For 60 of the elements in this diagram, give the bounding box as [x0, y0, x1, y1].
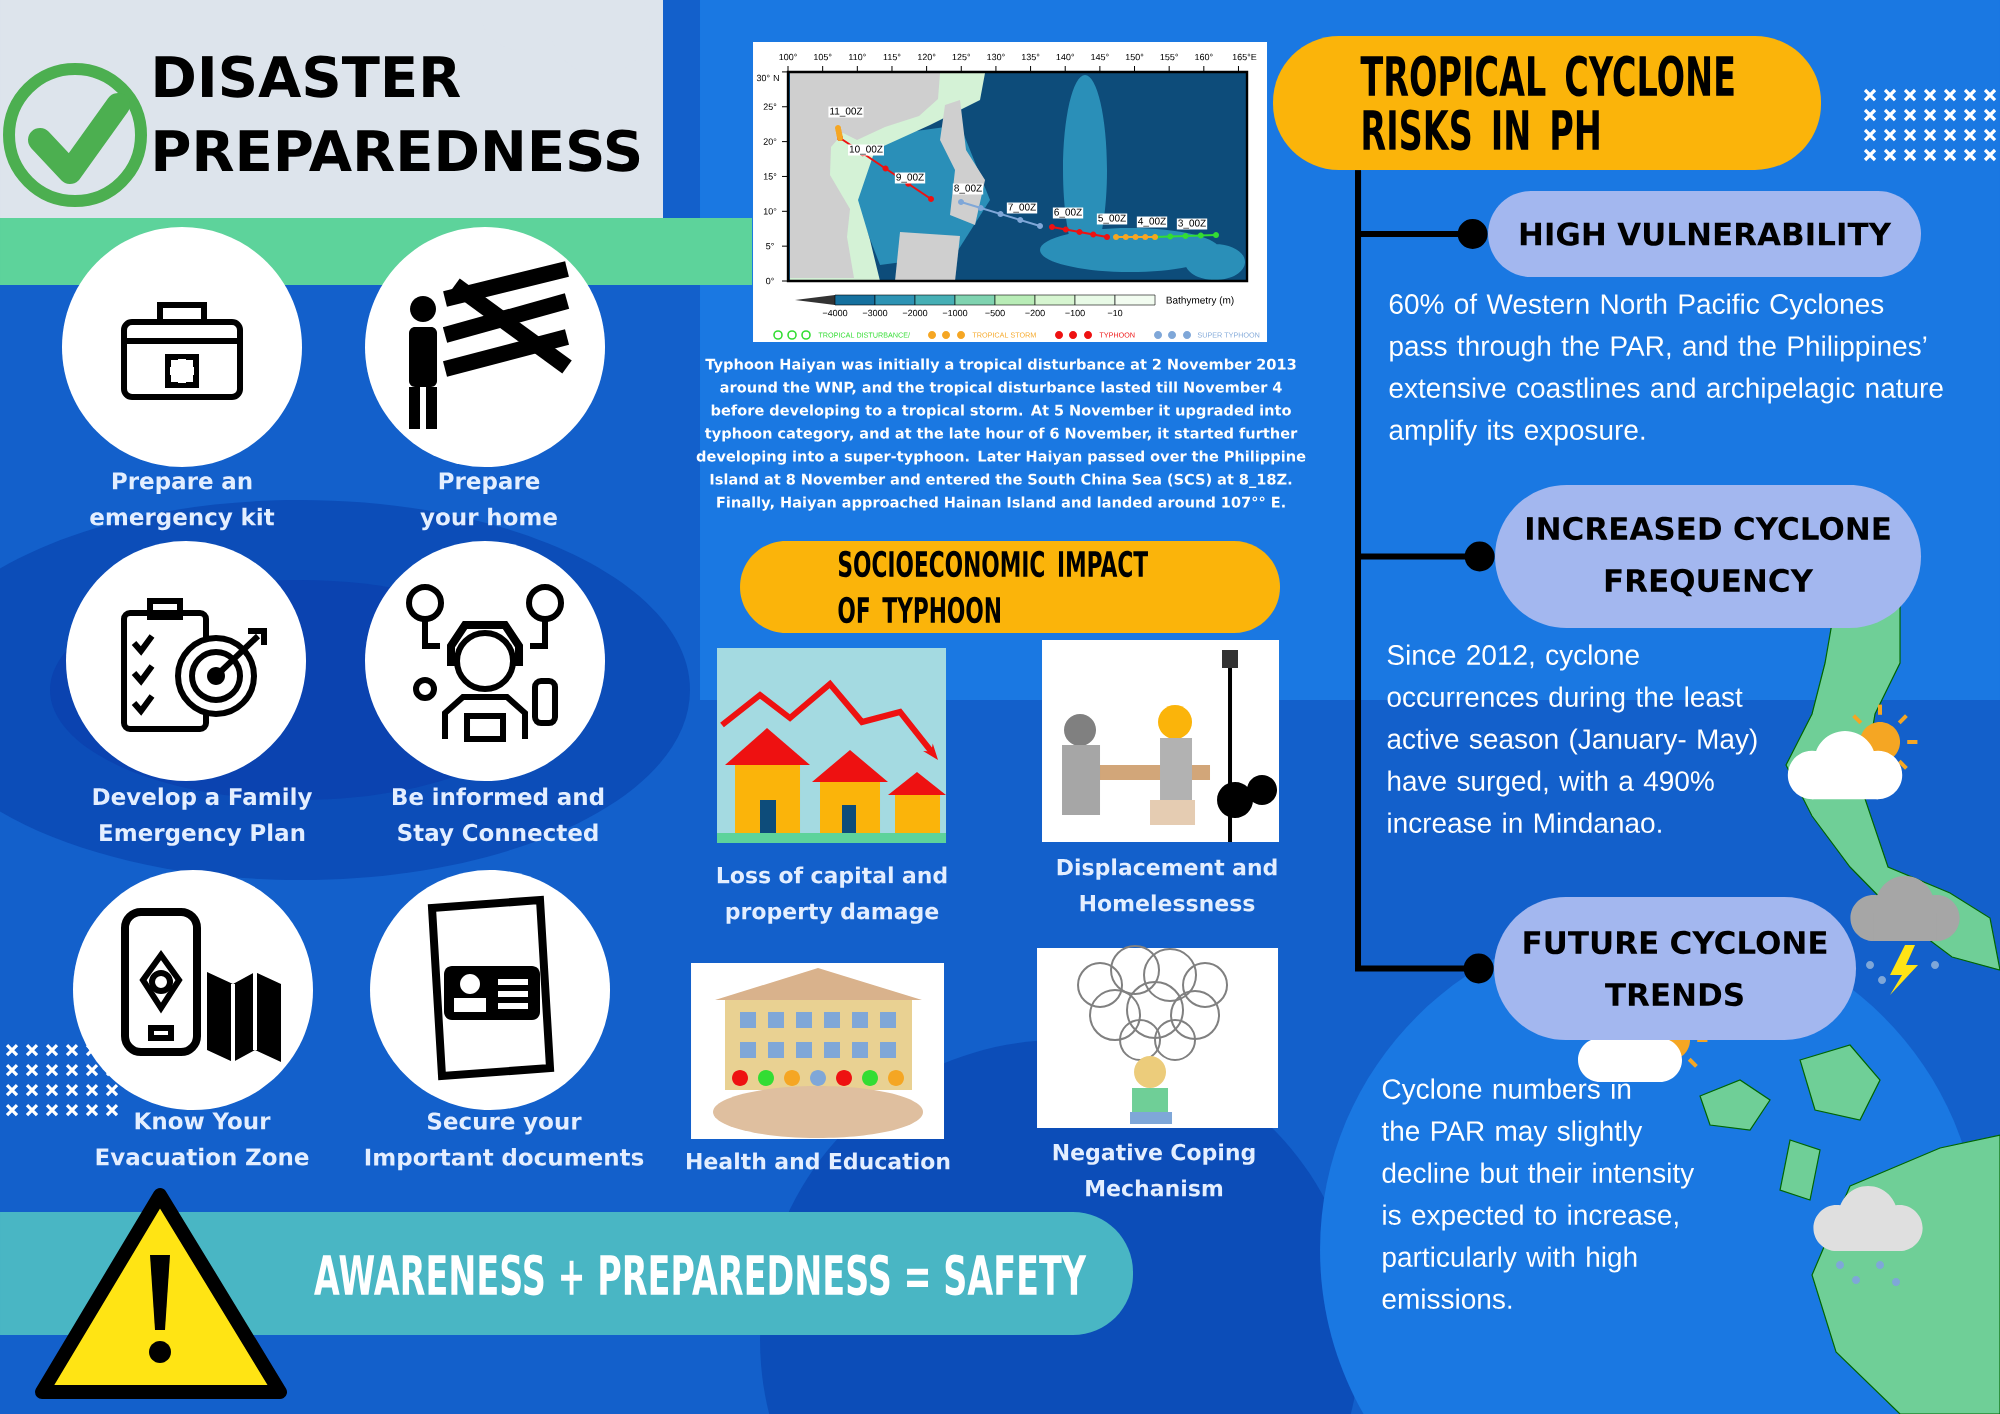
track-label: 3_00Z [1176, 218, 1208, 230]
track-label: 7_00Z [1006, 202, 1038, 214]
tick-label: 125° [952, 53, 971, 61]
scale-label: −4000 [822, 309, 848, 317]
scale-label: −3000 [862, 309, 888, 317]
tick-label: 130° [987, 53, 1005, 61]
tick-label: 135° [1021, 53, 1040, 61]
tick-label: 115° [883, 53, 901, 61]
node-label: Prepare an emergency kit [90, 472, 275, 531]
tick-label: 140° [1056, 53, 1074, 61]
tick-label: 155° [1160, 53, 1178, 61]
tick-label: 120° [918, 53, 936, 61]
scale-label: −2000 [902, 309, 928, 317]
heading-pill: SOCIOECONOMIC IMPACT OF TYPHOON [740, 541, 1280, 633]
tick-label: 150° [1125, 53, 1144, 61]
node-label: Develop a Family Emergency Plan [93, 787, 313, 846]
scale-label: −1000 [942, 309, 968, 317]
heading-pill: HIGH VULNERABILITY [1488, 191, 1922, 277]
tick-label: 20° [763, 138, 777, 145]
tick-label: 10° [763, 208, 777, 215]
track-label: 9_00Z [894, 172, 926, 184]
scale-title: Bathymetry (m) [1166, 296, 1234, 306]
tick-label: 100° [779, 53, 797, 61]
tick-label: 5° [766, 243, 774, 250]
track-label: 11_00Z [828, 106, 864, 118]
node-label: Know Your Evacuation Zone [96, 1112, 309, 1166]
tick-label: 165°E [1232, 53, 1257, 61]
heading-pill: FUTURE CYCLONE TRENDS [1494, 897, 1856, 1040]
tick-label: 25° [763, 103, 777, 110]
track-label: 8_00Z [952, 183, 984, 195]
node-label: Be informed and Stay Connected [393, 787, 604, 846]
title-banner: DISASTER PREPAREDNESS [0, 0, 663, 218]
body-text: Cyclone numbers in the PAR may slightly decline but their intensity is expected to increase, particularly with high emissions. [1381, 1078, 1695, 1309]
tick-label: 160° [1195, 53, 1213, 61]
node-label: Prepare your home [420, 472, 557, 531]
scale-label: −200 [1025, 309, 1045, 317]
track-label: 5_00Z [1096, 213, 1128, 225]
body-text: 60% of Western North Pacific Cyclones pass through the PAR, and the Philippines’ extensive coastlines and archipelagic nature amplify its exposure. [1389, 293, 1943, 446]
track-label: 4_00Z [1136, 216, 1168, 228]
heading-pill: TROPICAL CYCLONE RISKS IN PH [1273, 36, 1821, 170]
scale-label: −500 [985, 309, 1005, 317]
heading-pill: INCREASED CYCLONE FREQUENCY [1495, 485, 1922, 628]
node-label: Negative Coping Mechanism [1053, 1143, 1255, 1197]
track-label: 10_00Z [848, 144, 884, 156]
node-label: Displacement and Homelessness [1057, 858, 1277, 912]
tick-label: 0° [766, 277, 774, 285]
node-label: Secure your Important documents [365, 1112, 644, 1171]
paragraph: Typhoon Haiyan was initially a tropical disturbance at 2 November 2013 around the WNP, and the tropical disturbance lasted till November 4 before developing to a tropical storm. At 5 November it upgraded into typhoon category, and at the late hour of 6 November, it started further developing into a super-typhoon. Later Haiyan passed over the Philippine Island at 8 November and entered the South China Sea (SCS) at 8_18Z. Finally, Haiyan approached Hainan Island and landed around 107°° E. [696, 358, 1306, 511]
node-label: Health and Education [687, 1152, 950, 1170]
scale-label: −100 [1065, 309, 1085, 317]
tick-label: 15° [763, 173, 777, 180]
tick-label: 110° [849, 53, 866, 61]
tick-label: 30° N [756, 74, 779, 82]
connector-line [1355, 170, 1494, 984]
tick-label: 145° [1091, 53, 1109, 61]
node-label: Loss of capital and property damage [717, 866, 947, 924]
track-label: 6_00Z [1052, 207, 1084, 219]
tick-label: 105° [814, 53, 832, 61]
body-text: Since 2012, cyclone occurrences during the least active season (January- May) have surged, with a 490% increase in Mindanao. [1387, 644, 1757, 833]
scale-label: −10 [1107, 309, 1123, 317]
